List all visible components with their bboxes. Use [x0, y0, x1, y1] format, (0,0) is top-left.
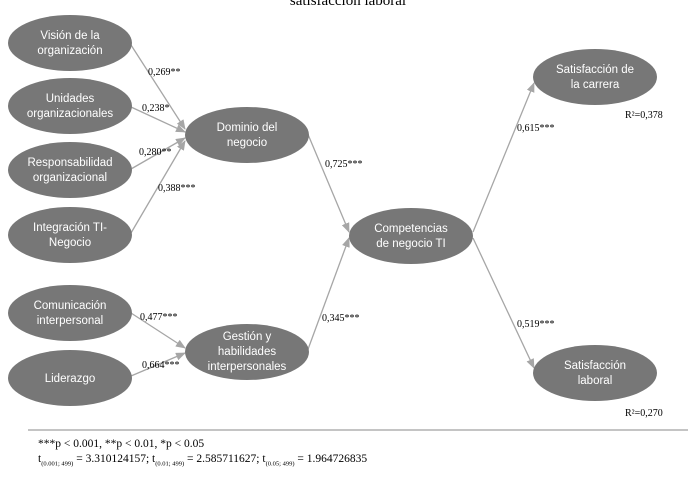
coef-gestion-competencias: 0,345*** — [322, 313, 360, 324]
node-sat-carrera-line1: Satisfacción de — [556, 64, 634, 76]
arrow-responsabilidad-dominio — [130, 137, 186, 170]
node-vision-line1: Visión de la — [40, 30, 100, 42]
t-sub-3: (0.05; 499) — [265, 460, 295, 468]
t-value-3: = 1.964726835 — [297, 453, 368, 465]
t-sub-2: (0.01; 499) — [155, 460, 185, 468]
node-dominio-line2: negocio — [227, 137, 267, 149]
node-comunicacion: Comunicación interpersonal — [8, 285, 132, 341]
node-competencias-line1: Competencias — [374, 223, 448, 235]
t-value-2: = 2.585711627; — [187, 453, 260, 465]
t-label-3: t — [262, 453, 266, 465]
t-value-1: = 3.310124157; — [76, 453, 150, 465]
node-sat-carrera-line2: la carrera — [571, 79, 620, 91]
node-comunicacion-line1: Comunicación — [34, 300, 107, 312]
r2-carrera: R²=0,378 — [625, 110, 663, 121]
node-dominio-line1: Dominio del — [217, 122, 278, 134]
arrow-unidades-dominio — [130, 106, 186, 133]
coef-liderazgo-gestion: 0,664*** — [142, 360, 180, 371]
node-integracion-line1: Integración TI- — [33, 222, 107, 234]
node-gestion-line2: habilidades — [218, 346, 276, 358]
coef-vision-dominio: 0,269** — [148, 67, 181, 78]
node-liderazgo: Liderazgo — [8, 350, 132, 406]
coef-integracion-dominio: 0,388*** — [158, 183, 196, 194]
node-competencias: Competencias de negocio TI — [349, 208, 473, 264]
diagram-title: satisfacción laboral — [289, 0, 407, 9]
node-comunicacion-line2: interpersonal — [37, 315, 103, 327]
t-label-2: t — [152, 453, 156, 465]
node-sat-laboral-line1: Satisfacción — [564, 360, 626, 372]
arrow-vision-dominio — [130, 44, 186, 130]
r2-laboral: R²=0,270 — [625, 408, 663, 419]
node-sat-carrera: Satisfacción de la carrera — [533, 49, 657, 105]
node-gestion: Gestión y habilidades interpersonales — [185, 324, 309, 380]
significance-note: ***p < 0.001, **p < 0.01, *p < 0.05 — [38, 438, 205, 450]
arrow-liderazgo-gestion — [130, 352, 186, 377]
node-liderazgo-line1: Liderazgo — [45, 373, 96, 385]
node-sat-laboral: Satisfacción laboral — [533, 345, 657, 401]
node-responsabilidad: Responsabilidad organizacional — [8, 142, 132, 198]
node-responsabilidad-line1: Responsabilidad — [27, 157, 112, 169]
node-responsabilidad-line2: organizacional — [33, 172, 107, 184]
node-sat-laboral-line2: laboral — [578, 375, 613, 387]
coef-comunicacion-gestion: 0,477*** — [140, 312, 178, 323]
node-integracion: Integración TI- Negocio — [8, 207, 132, 263]
arrow-competencias-laboral — [472, 237, 535, 369]
node-vision-line2: organización — [37, 45, 102, 57]
arrow-competencias-carrera — [472, 82, 535, 233]
arrow-gestion-competencias — [306, 237, 350, 353]
arrow-comunicacion-gestion — [130, 312, 186, 349]
node-unidades-line1: Unidades — [46, 93, 95, 105]
t-values-note: t(0.001; 499) = 3.310124157; t(0.01; 499… — [38, 452, 367, 471]
node-unidades: Unidades organizacionales — [8, 78, 132, 134]
footnotes: ***p < 0.001, **p < 0.01, *p < 0.05 t(0.… — [38, 437, 367, 471]
node-gestion-line3: interpersonales — [208, 361, 287, 373]
node-vision: Visión de la organización — [8, 15, 132, 71]
arrow-integracion-dominio — [130, 140, 186, 234]
coef-unidades-dominio: 0,238* — [142, 103, 170, 114]
coef-dominio-competencias: 0,725*** — [325, 159, 363, 170]
path-arrows — [130, 44, 535, 377]
coef-competencias-laboral: 0,519*** — [517, 319, 555, 330]
node-gestion-line1: Gestión y — [223, 331, 272, 343]
t-label-1: t — [38, 453, 42, 465]
node-dominio: Dominio del negocio — [185, 107, 309, 163]
node-integracion-line2: Negocio — [49, 237, 91, 249]
coef-responsabilidad-dominio: 0,280** — [139, 147, 172, 158]
node-unidades-line2: organizacionales — [27, 108, 114, 120]
node-competencias-line2: de negocio TI — [376, 238, 445, 250]
arrow-dominio-competencias — [306, 131, 350, 233]
t-sub-1: (0.001; 499) — [41, 460, 74, 468]
coef-competencias-carrera: 0,615*** — [517, 123, 555, 134]
